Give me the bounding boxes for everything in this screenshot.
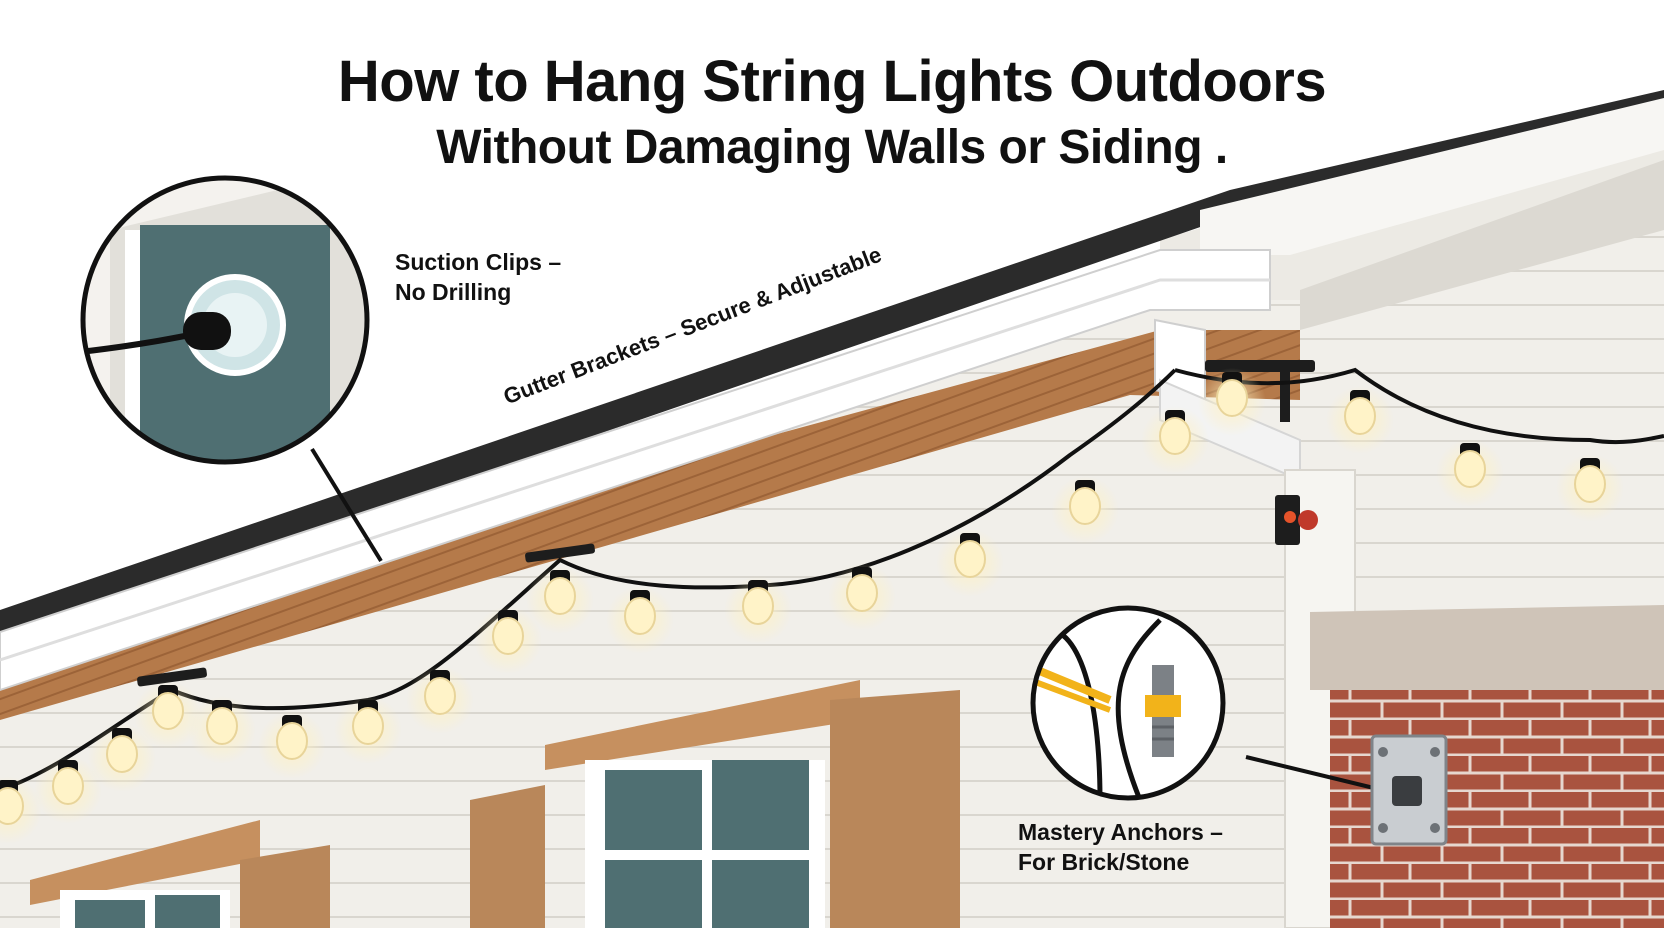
string-light-bulb-icon xyxy=(34,756,102,824)
brick-pillar xyxy=(1310,605,1664,928)
string-light-bulb-icon xyxy=(1436,439,1504,507)
string-light-bulb-icon xyxy=(474,606,542,674)
string-lights xyxy=(0,367,1664,844)
string-light-bulb-icon xyxy=(406,666,474,734)
string-light-bulb-icon xyxy=(1141,406,1209,474)
masonry-anchor-plate xyxy=(1370,734,1448,846)
gutter xyxy=(0,249,1271,692)
string-light-bulb-icon xyxy=(0,776,42,844)
string-light-bulb-icon xyxy=(1051,476,1119,544)
string-light-bulb-icon xyxy=(828,563,896,631)
masonry-callout-line1: Mastery Anchors – xyxy=(1018,819,1223,845)
windows xyxy=(30,680,960,928)
string-light-bulb-icon xyxy=(188,696,256,764)
string-light-bulb-icon xyxy=(1326,386,1394,454)
masonry-anchor-icon xyxy=(1030,605,1226,801)
string-light-bulb-icon xyxy=(1556,454,1624,522)
string-light-bulb-icon xyxy=(936,529,1004,597)
string-light-bulb-icon xyxy=(1198,368,1266,436)
suction-clip-icon xyxy=(80,175,370,465)
page-subtitle: Without Damaging Walls or Siding . xyxy=(436,121,1228,174)
suction-pointer-line xyxy=(310,447,383,563)
page-title: How to Hang String Lights Outdoors xyxy=(337,49,1327,114)
suction-clips-callout: Suction Clips – No Drilling xyxy=(395,247,561,307)
masonry-pointer-line xyxy=(1245,755,1379,791)
suction-callout-line1: Suction Clips – xyxy=(395,249,562,275)
suction-callout-line2: No Drilling xyxy=(395,279,512,305)
soffit xyxy=(0,330,1300,720)
string-light-bulb-icon xyxy=(334,696,402,764)
string-light-bulb-icon xyxy=(88,724,156,792)
roof xyxy=(0,90,1664,640)
string-light-bulb-icon xyxy=(258,711,326,779)
masonry-anchors-callout: Mastery Anchors – For Brick/Stone xyxy=(1018,817,1223,877)
string-light-bulb-icon xyxy=(526,566,594,634)
string-light-bulb-icon xyxy=(134,681,202,749)
masonry-callout-line2: For Brick/Stone xyxy=(1018,849,1190,875)
string-light-bulb-icon xyxy=(724,576,792,644)
string-light-bulb-icon xyxy=(606,586,674,654)
